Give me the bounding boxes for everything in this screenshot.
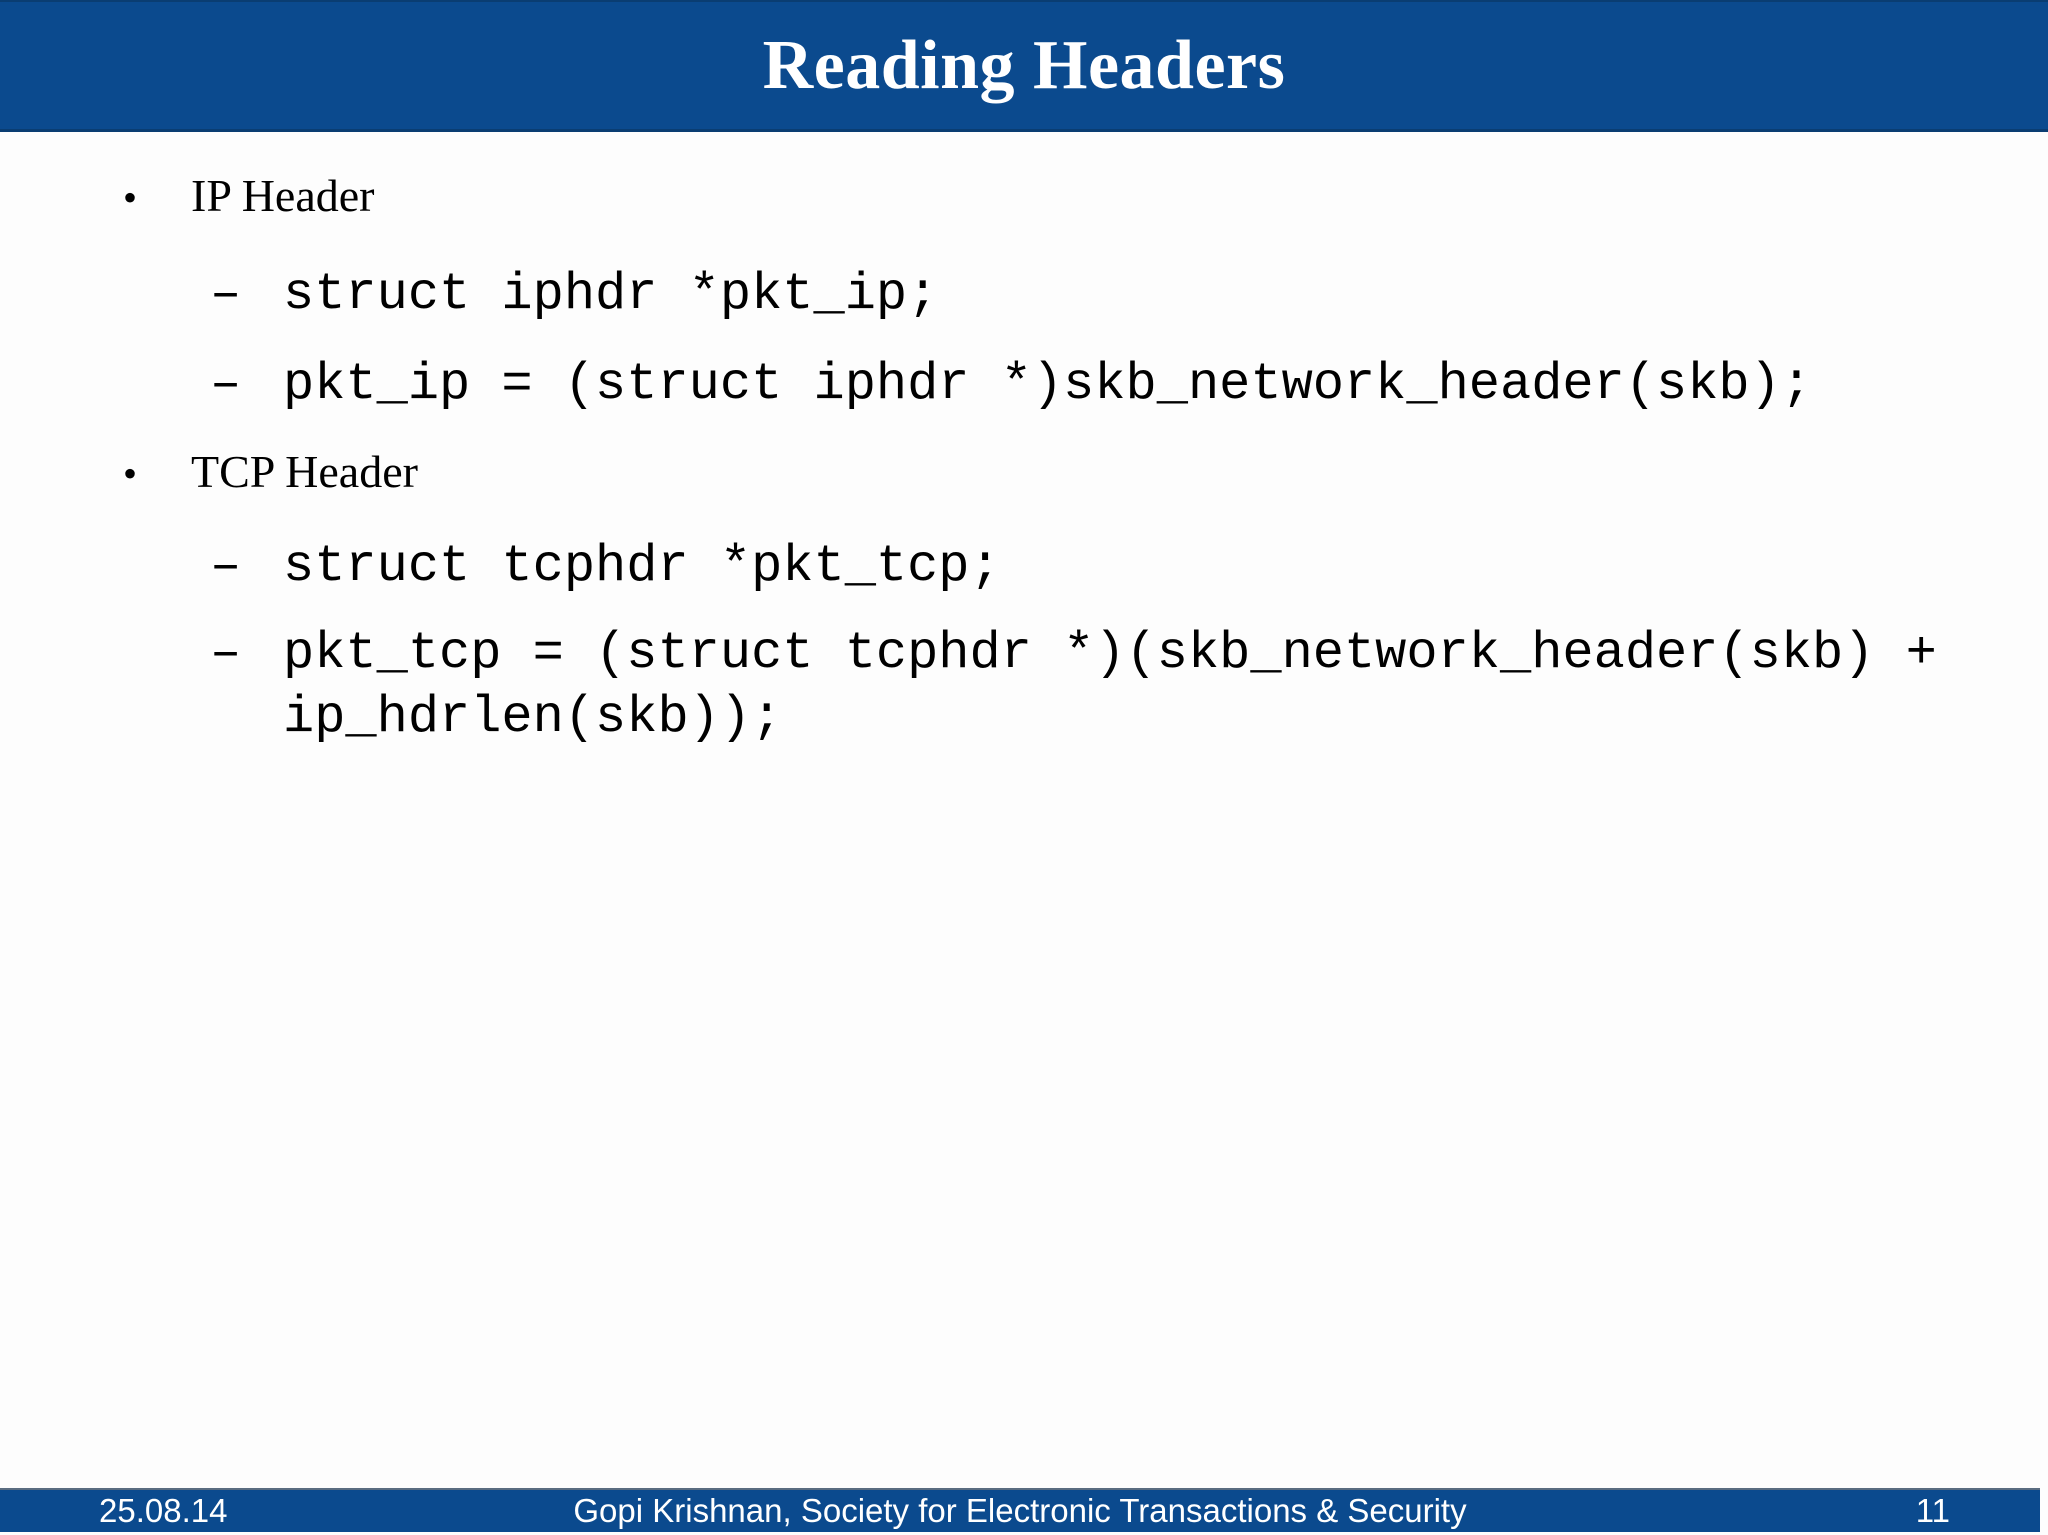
- ip-header-label: IP Header: [191, 170, 375, 221]
- bullet-icon: •: [123, 451, 138, 496]
- slide-header-bar: Reading Headers: [0, 0, 2048, 132]
- list-item-tcp-header: • TCP Header: [123, 444, 418, 502]
- dash-icon: –: [210, 537, 242, 596]
- footer-credit: Gopi Krishnan, Society for Electronic Tr…: [573, 1492, 1467, 1529]
- bullet-icon: •: [123, 175, 138, 220]
- footer-date: 25.08.14: [99, 1492, 228, 1529]
- footer-page-number: 11: [1915, 1492, 1950, 1529]
- code-text: struct tcphdr *pkt_tcp;: [283, 537, 1001, 596]
- dash-icon: –: [210, 265, 242, 324]
- code-line-tcp-declare: –struct tcphdr *pkt_tcp;: [210, 534, 1001, 600]
- page-title: Reading Headers: [762, 26, 1286, 104]
- slide-footer-bar: 25.08.14 Gopi Krishnan, Society for Elec…: [0, 1488, 2040, 1532]
- code-text: pkt_ip = (struct iphdr *)skb_network_hea…: [283, 355, 1813, 414]
- list-item-ip-header: • IP Header: [123, 168, 374, 226]
- code-text: pkt_tcp = (struct tcphdr *)(skb_network_…: [283, 624, 1937, 747]
- code-line-ip-assign: –pkt_ip = (struct iphdr *)skb_network_he…: [210, 352, 1812, 418]
- code-line-tcp-assign: –pkt_tcp = (struct tcphdr *)(skb_network…: [210, 622, 1983, 750]
- code-line-ip-declare: –struct iphdr *pkt_ip;: [210, 262, 938, 328]
- tcp-header-label: TCP Header: [191, 446, 418, 497]
- dash-icon: –: [210, 355, 242, 414]
- code-text: struct iphdr *pkt_ip;: [283, 265, 939, 324]
- dash-icon: –: [210, 624, 242, 683]
